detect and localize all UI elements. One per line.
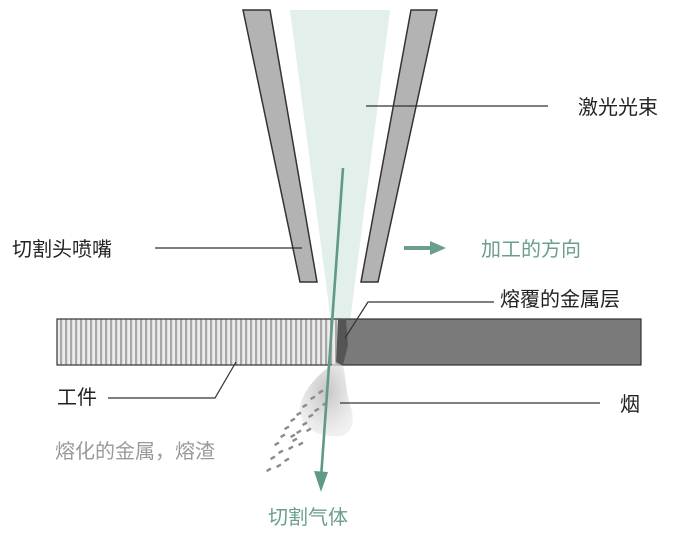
laser-beam [290,10,390,345]
slag-particle [296,411,302,417]
label-cutting-head-nozzle: 切割头喷嘴 [12,237,112,261]
nozzle-right-wall [360,9,438,283]
slag-particle [296,429,302,435]
slag-particle [274,441,280,447]
workpiece-cut-section [339,318,642,366]
slag-particle [292,437,298,443]
leader-workpiece [108,361,237,399]
cutting-gas-arrow-head [314,471,328,492]
slag-particle [284,457,290,463]
slag-particle [288,445,294,451]
slag-particle [302,403,308,409]
slag-particle [308,413,314,419]
nozzle-left-wall [242,9,318,283]
label-laser-beam: 激光光束 [578,95,658,119]
cutting-gas-arrow-shaft [319,167,345,479]
slag-particle [278,449,284,455]
label-smoke: 烟 [620,392,640,416]
melted-front [336,319,348,365]
slag-particle [266,467,272,473]
slag-particle [284,425,290,431]
slag-particle [318,389,324,395]
slag-particle [302,421,308,427]
slag-particle [290,433,296,439]
slag-particle [270,455,276,461]
slag-particle [314,407,320,413]
label-cutting-gas: 切割气体 [268,505,348,529]
slag-particle [280,433,286,439]
label-workpiece: 工件 [57,385,97,409]
slag-particles [266,389,328,473]
slag-particle [297,441,304,447]
leader-melted-layer [344,301,494,339]
slag-particle [276,463,282,469]
direction-arrow-head [430,241,446,255]
slag-particle [290,417,296,423]
slag-particle [309,395,316,401]
label-melted-metal-layer: 熔覆的金属层 [500,287,620,311]
workpiece-uncut-section [56,318,341,366]
slag-particle [306,427,312,433]
label-molten-metal-slag: 熔化的金属，熔渣 [55,439,215,463]
label-processing-direction: 加工的方向 [481,237,581,261]
